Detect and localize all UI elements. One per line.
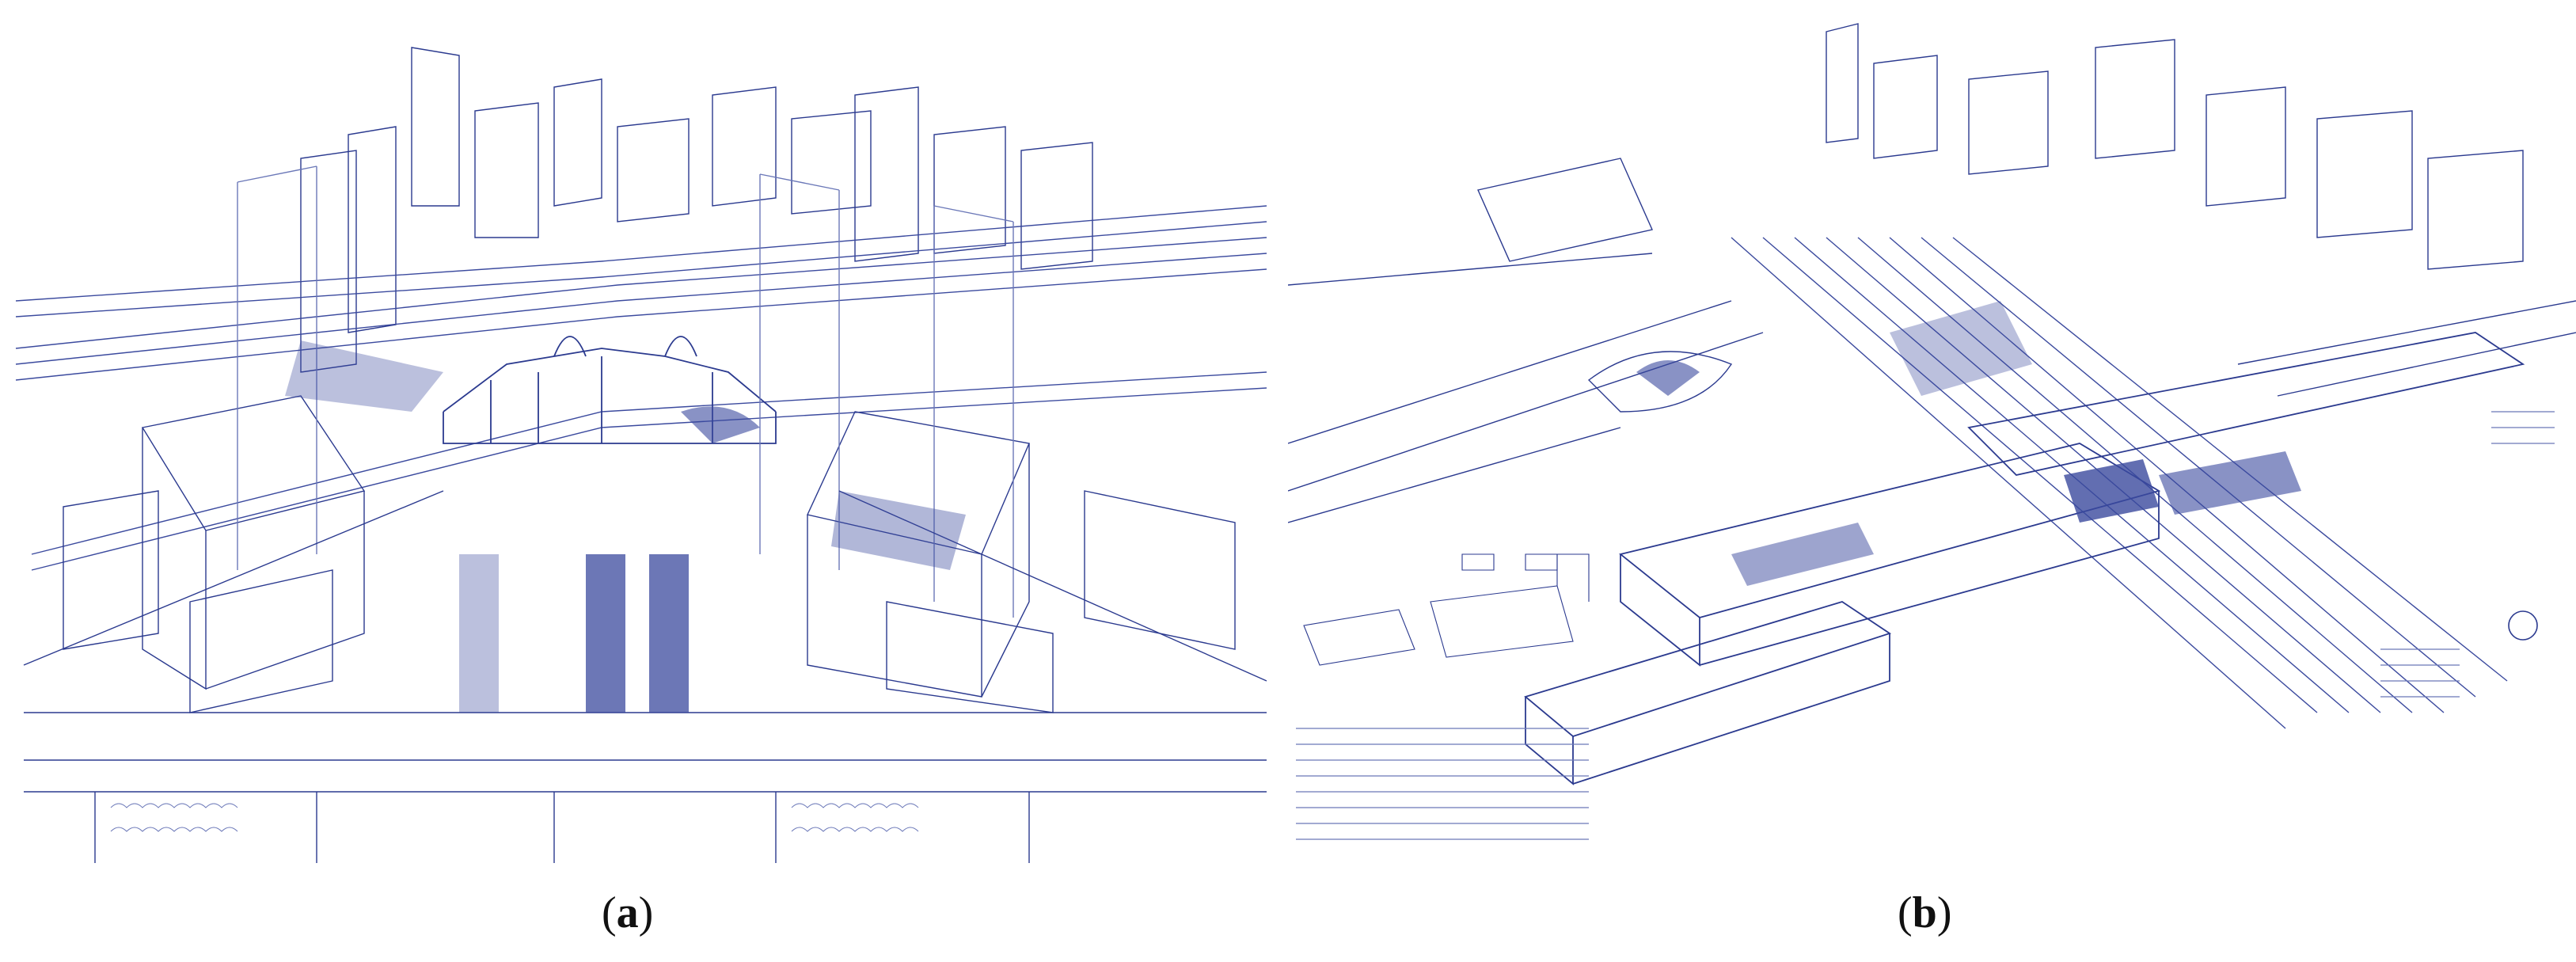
inset-plans-b <box>1303 553 1590 666</box>
hatched-fields-a <box>285 340 966 713</box>
caption-a-letter: a <box>616 888 639 937</box>
caption-a: (a) <box>602 888 654 937</box>
ground-lines-a <box>23 490 1267 863</box>
concourse-b <box>1524 332 2525 785</box>
trees-a <box>110 803 919 832</box>
drawing-a <box>15 47 1267 863</box>
caption-b-letter: b <box>1912 888 1937 937</box>
hatched-areas-b <box>1636 301 2301 586</box>
skyline-a <box>300 47 1093 373</box>
station-building-a <box>443 336 777 444</box>
north-arrow-b <box>2508 610 2538 641</box>
panel-b: (b) <box>1288 0 2576 962</box>
plaza-blocks-a <box>63 395 1236 713</box>
annotation-lines-b <box>1296 411 2555 840</box>
panel-a: (a) <box>15 47 1267 937</box>
tall-wireframes-a <box>237 165 1014 618</box>
rail-lines-a <box>15 205 1267 571</box>
caption-b: (b) <box>1898 888 1952 937</box>
skyline-b <box>1477 23 2524 270</box>
roads-b <box>1288 253 2576 523</box>
drawing-b <box>1288 23 2576 840</box>
